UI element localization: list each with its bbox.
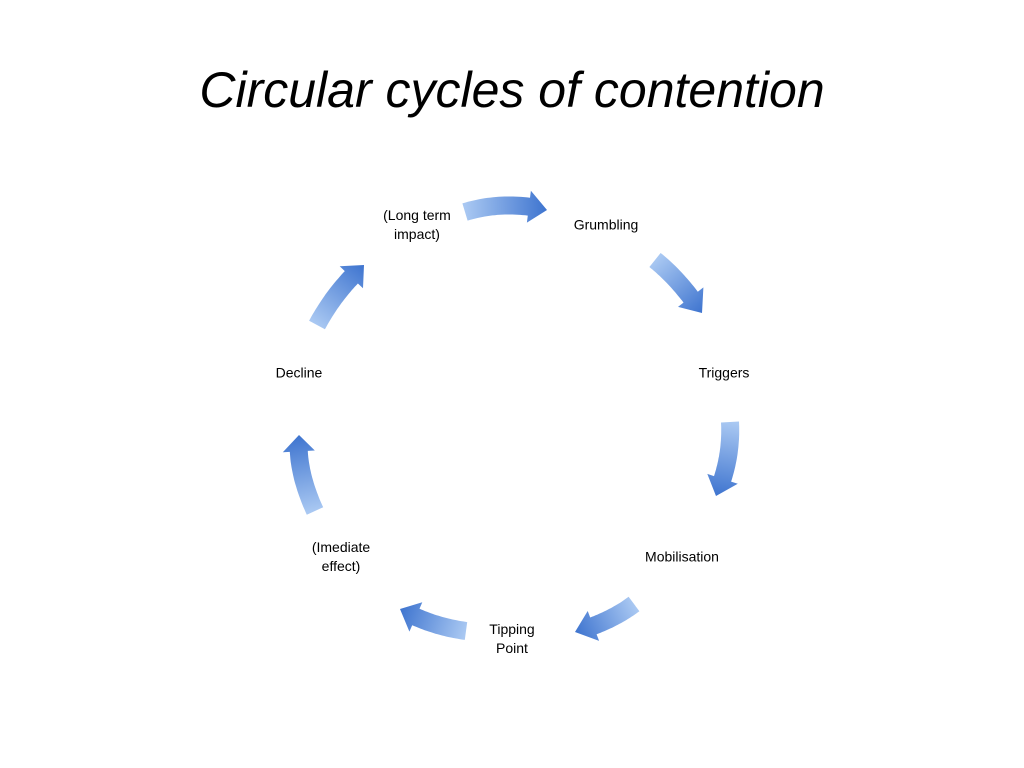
arrow-long-term-impact-to-grumbling: [462, 190, 547, 223]
arrow-tipping-point-to-imediate-effect: [400, 602, 468, 640]
arrow-decline-to-long-term-impact: [309, 265, 364, 330]
node-imediate-effect: (Imediate effect): [311, 539, 371, 574]
arrow-mobilisation-to-tipping-point: [575, 596, 640, 641]
slide-title: Circular cycles of contention: [199, 62, 825, 118]
node-grumbling: Grumbling: [573, 216, 639, 233]
arrow-grumbling-to-triggers: [649, 253, 704, 313]
arrow-imediate-effect-to-decline: [282, 435, 324, 515]
node-long-term-impact: (Long term impact): [383, 207, 451, 242]
node-triggers: Triggers: [698, 364, 750, 381]
node-decline: Decline: [275, 364, 323, 381]
node-mobilisation: Mobilisation: [645, 548, 719, 565]
arrow-triggers-to-mobilisation: [707, 421, 740, 496]
node-tipping-point: Tipping Point: [489, 621, 535, 656]
